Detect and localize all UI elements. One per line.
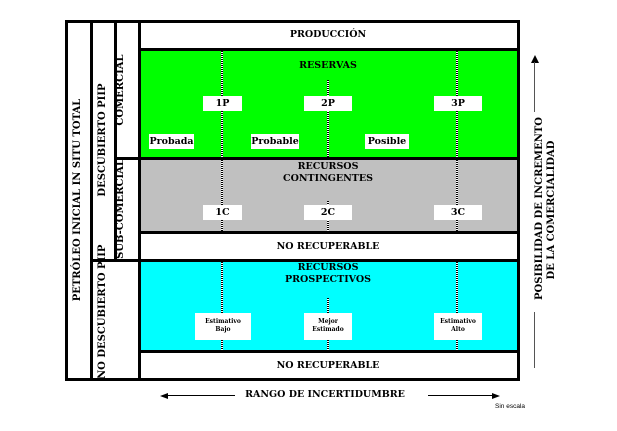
marker-2p: 2P: [304, 96, 352, 111]
right-axis-label-line2: DE LA COMERCIALIDAD: [546, 140, 557, 280]
marker-1c: 1C: [203, 205, 242, 220]
contingent-title-line2: CONTINGENTES: [283, 173, 373, 184]
marker-1p: 1P: [203, 96, 242, 111]
dashed-line-2p: [327, 80, 329, 158]
marker-2c: 2C: [304, 205, 352, 220]
prospective-title-line2: PROSPECTIVOS: [285, 274, 371, 285]
divider-h-reserves: [114, 157, 520, 160]
estimate-low-line2: Bajo: [215, 326, 231, 333]
divider-h-discovered: [90, 259, 520, 262]
dashed-line-low: [221, 262, 223, 352]
divider-h-prospective: [138, 350, 520, 353]
bottom-axis-label: RANGO DE INCERTIDUMBRE: [245, 389, 405, 400]
right-axis-line-top: [534, 62, 535, 112]
left-arrow-icon: [160, 393, 168, 399]
production-zone: PRODUCCIÓN: [139, 21, 517, 49]
label-commercial: COMERCIAL: [115, 54, 126, 126]
diagram-frame: [65, 20, 520, 381]
divider-v1: [90, 20, 93, 381]
label-total-piip: PETRÓLEO INICIAL IN SITU TOTAL: [72, 98, 83, 302]
right-arrow-icon: [492, 393, 500, 399]
label-sub-commercial: SUB-COMERCIAL: [115, 159, 126, 259]
bottom-axis-line-left: [166, 395, 235, 396]
unrecoverable-zone-1: NO RECUPERABLE: [139, 233, 517, 260]
divider-h-contingent: [138, 231, 520, 234]
dashed-line-1c: [221, 160, 223, 233]
right-axis-label-line1: POSIBILIDAD DE INCREMENTO: [534, 116, 545, 300]
estimate-best: Mejor Estimado: [304, 313, 352, 340]
estimate-best-line2: Estimado: [312, 326, 344, 333]
category-probable: Probable: [251, 134, 299, 149]
unrecoverable-zone-2: NO RECUPERABLE: [139, 352, 517, 379]
marker-3c: 3C: [434, 205, 482, 220]
production-title: PRODUCCIÓN: [289, 29, 367, 40]
bottom-axis-line-right: [428, 395, 494, 396]
unrecoverable-title-1: NO RECUPERABLE: [276, 241, 380, 252]
divider-v3: [138, 20, 141, 381]
estimate-high: Estimativo Alto: [434, 313, 482, 340]
estimate-high-line1: Estimativo: [440, 318, 476, 325]
estimate-low-line1: Estimativo: [205, 318, 241, 325]
category-probada: Probada: [149, 134, 194, 149]
category-posible: Posible: [365, 134, 409, 149]
label-discovered: DESCUBIERTO PIIP: [97, 83, 108, 197]
scale-note: Sin escala: [495, 403, 525, 410]
estimate-low: Estimativo Bajo: [195, 313, 251, 340]
estimate-high-line2: Alto: [451, 326, 465, 333]
contingent-title-line1: RECURSOS: [297, 161, 359, 172]
reserves-title: RESERVAS: [299, 60, 357, 71]
marker-3p: 3P: [434, 96, 482, 111]
dashed-line-high: [456, 262, 458, 352]
divider-h-production: [138, 48, 520, 51]
divider-v2: [114, 20, 117, 261]
right-axis-line-bottom: [534, 312, 535, 368]
prospective-title-line1: RECURSOS: [297, 262, 359, 273]
up-arrow-icon: [531, 55, 539, 63]
dashed-line-3c: [456, 160, 458, 233]
unrecoverable-title-2: NO RECUPERABLE: [276, 360, 380, 371]
estimate-best-line1: Mejor: [318, 318, 338, 325]
label-undiscovered: NO DESCUBIERTO PIIP: [97, 244, 108, 379]
